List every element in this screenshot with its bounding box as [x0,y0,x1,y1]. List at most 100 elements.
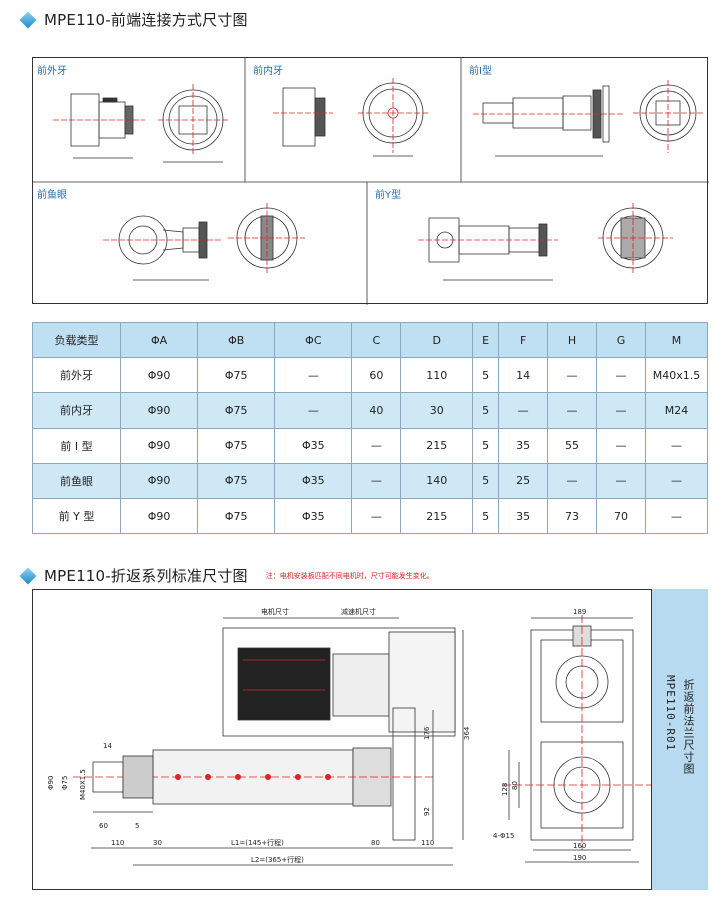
dim-30: 30 [153,839,162,847]
dim-80: 80 [371,839,380,847]
dim-l2: L2=(365+行程) [251,855,304,864]
i-type-drawing [473,80,703,157]
table-cell: 55 [547,427,598,464]
table-cell: — [596,392,646,429]
section2-note: 注：电机安装板匹配不同电机时，尺寸可能发生变化。 [265,571,434,580]
table-cell: — [351,427,402,464]
table-cell: Φ75 [197,392,276,429]
dim-189: 189 [573,608,586,616]
table-cell: Φ90 [119,497,199,535]
table-cell: 35 [498,427,549,464]
table-cell: 5 [472,392,500,429]
header-cell: E [472,321,500,359]
header-cell: F [498,321,549,359]
table-cell: 25 [498,462,549,499]
foldback-drawing-svg: 电机尺寸 减速机尺寸 14 Φ90 Φ75 M40X1.5 60 5 176 3… [47,607,663,866]
connection-drawings-svg [33,58,709,305]
table-cell: M40x1.5 [645,357,708,394]
table-cell: — [274,392,353,429]
table-cell: — [645,427,708,464]
panel-label-y-type: 前Y型 [375,190,402,201]
table-cell: Φ75 [197,357,276,394]
dim-364: 364 [463,726,471,740]
foldback-drawing: 电机尺寸 减速机尺寸 14 Φ90 Φ75 M40X1.5 60 5 176 3… [32,589,708,890]
table-cell: — [498,392,549,429]
section2-header: MPE110-折返系列标准尺寸图 注：电机安装板匹配不同电机时，尺寸可能发生变化… [19,565,434,586]
table-cell: 5 [472,462,500,499]
table-cell: 前内牙 [32,392,121,429]
table-cell: 60 [351,357,402,394]
table-cell: 215 [400,427,474,464]
table-cell: — [547,357,598,394]
table-cell: 110 [400,357,474,394]
table-row: 前内牙 Φ90 Φ75 — 40 30 5 — — — M24 [32,392,708,429]
table-cell: — [645,497,708,535]
table-cell: Φ90 [119,392,199,429]
table-cell: — [547,392,598,429]
table-cell: Φ90 [119,462,199,499]
inner-thread-drawing [273,78,428,157]
table-cell: Φ75 [197,427,276,464]
dim-176: 176 [423,726,431,740]
table-cell: Φ90 [119,427,199,464]
table-cell: 215 [400,497,474,535]
dim-14: 14 [103,742,112,750]
dim-110a: 110 [111,839,124,847]
outer-thread-drawing [53,84,228,163]
header-cell: ΦB [197,321,276,359]
table-cell: 5 [472,357,500,394]
table-row: 前 I 型 Φ90 Φ75 Φ35 — 215 5 35 55 — — [32,427,708,464]
label-reducer: 减速机尺寸 [341,607,376,616]
dim-l1: L1=(145+行程) [231,838,284,847]
table-cell: — [645,462,708,499]
table-cell: Φ35 [274,462,353,499]
table-cell: Φ75 [197,497,276,535]
dim-phi75: Φ75 [61,776,69,790]
table-cell: Φ35 [274,497,353,535]
side-panel-code: MPE110-R01 [664,675,677,752]
table-row: 前外牙 Φ90 Φ75 — 60 110 5 14 — — M40x1.5 [32,357,708,394]
panel-label-i-type: 前I型 [469,66,492,77]
table-cell: 前 I 型 [32,427,121,464]
dim-5: 5 [135,822,139,830]
table-cell: M24 [645,392,708,429]
table-cell: Φ90 [119,357,199,394]
section2-title: MPE110-折返系列标准尺寸图 [44,567,248,585]
table-cell: 5 [472,497,500,535]
table-cell: 前鱼眼 [32,462,121,499]
dim-80v: 80 [511,781,519,790]
table-cell: — [547,462,598,499]
diamond-icon [19,567,37,584]
table-cell: 70 [596,497,646,535]
section1-header: MPE110-前端连接方式尺寸图 [19,9,248,30]
table-cell: — [274,357,353,394]
header-cell: 负载类型 [32,321,121,359]
header-cell: G [596,321,646,359]
spec-table: 负载类型 ΦA ΦB ΦC C D E F H G M 前外牙 Φ90 Φ75 … [32,321,708,535]
dim-190: 190 [573,854,586,862]
table-cell: 30 [400,392,474,429]
table-cell: 140 [400,462,474,499]
header-cell: ΦC [274,321,353,359]
table-cell: — [596,427,646,464]
side-panel-title: 折返前法兰尺寸图 [682,679,695,775]
diamond-icon [19,11,37,28]
dim-92: 92 [423,807,431,816]
dim-4phi15: 4-Φ15 [493,832,514,840]
spec-table-header: 负载类型 ΦA ΦB ΦC C D E F H G M [32,321,708,359]
label-motor: 电机尺寸 [261,607,289,616]
dim-110b: 110 [421,839,434,847]
table-cell: 40 [351,392,402,429]
table-cell: 14 [498,357,549,394]
table-cell: Φ35 [274,427,353,464]
header-cell: H [547,321,598,359]
table-cell: — [351,462,402,499]
dim-m40: M40X1.5 [79,769,87,800]
table-cell: 前 Y 型 [32,497,121,535]
header-cell: ΦA [119,321,199,359]
y-type-drawing [418,203,673,281]
dim-128: 128 [501,783,509,796]
table-cell: — [596,462,646,499]
panel-label-inner-thread: 前内牙 [253,66,283,77]
panel-label-fish-eye: 前鱼眼 [37,190,67,201]
